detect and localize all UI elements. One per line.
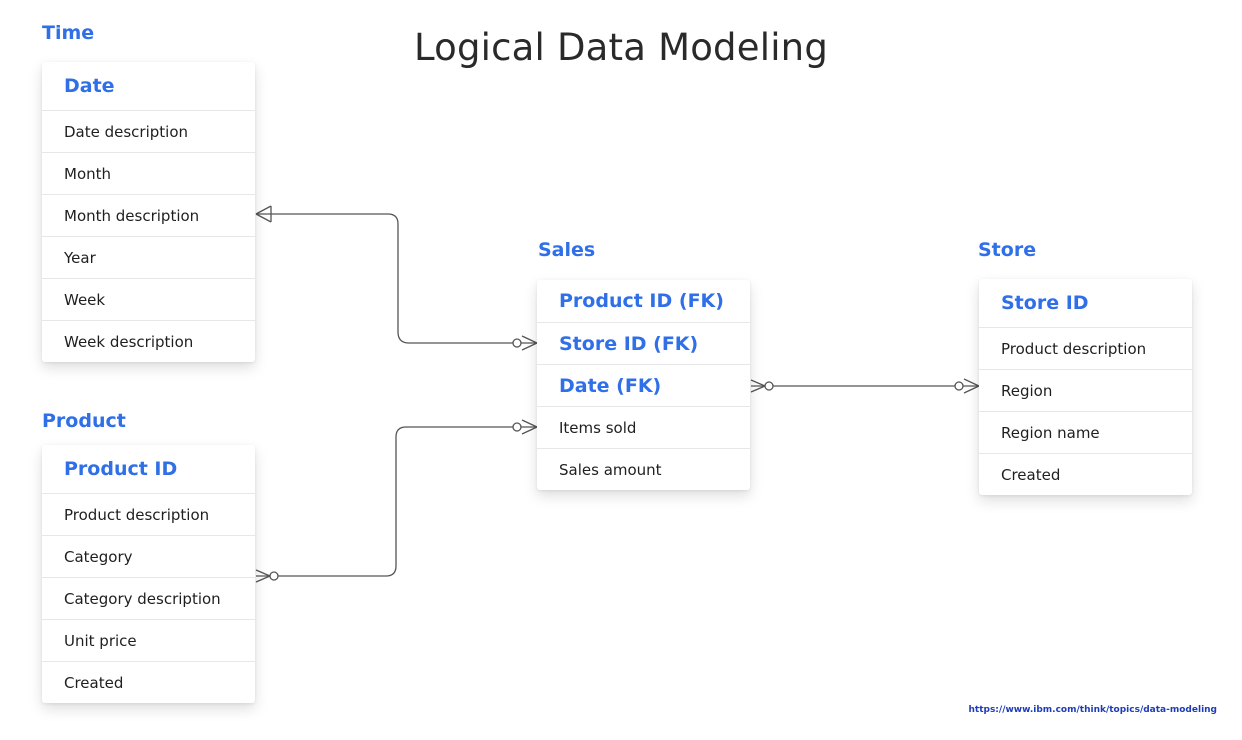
entity-field: Items sold: [537, 406, 750, 448]
entity-field: Product description: [42, 493, 255, 535]
entity-sales: Product ID (FK) Store ID (FK) Date (FK) …: [537, 280, 750, 490]
entity-field: Week description: [42, 320, 255, 362]
entity-key: Date: [64, 75, 115, 97]
group-label-store: Store: [978, 239, 1037, 261]
entity-field: Created: [979, 453, 1192, 495]
entity-field: Date description: [42, 110, 255, 152]
connector-product-sales: [256, 426, 537, 577]
entity-field: Sales amount: [537, 448, 750, 490]
entity-product: Product ID Product description Category …: [42, 445, 255, 703]
entity-field: Month description: [42, 194, 255, 236]
source-url: https://www.ibm.com/think/topics/data-mo…: [968, 705, 1218, 715]
entity-foreign-key: Date (FK): [537, 364, 750, 406]
entity-field: Unit price: [42, 619, 255, 661]
entity-field: Category description: [42, 577, 255, 619]
entity-field: Category: [42, 535, 255, 577]
connector-time-sales: [256, 213, 537, 344]
entity-field: Week: [42, 278, 255, 320]
entity-time: Date Date description Month Month descri…: [42, 62, 255, 362]
entity-field: Year: [42, 236, 255, 278]
group-label-product: Product: [42, 410, 126, 432]
page-title: Logical Data Modeling: [413, 26, 829, 69]
entity-foreign-key: Store ID (FK): [537, 322, 750, 364]
entity-store: Store ID Product description Region Regi…: [979, 279, 1192, 495]
entity-key: Product ID: [64, 458, 178, 480]
entity-field: Product description: [979, 327, 1192, 369]
entity-field: Region: [979, 369, 1192, 411]
group-label-sales: Sales: [538, 239, 596, 261]
entity-key: Store ID: [1001, 292, 1089, 314]
entity-field: Region name: [979, 411, 1192, 453]
entity-field: Month: [42, 152, 255, 194]
group-label-time: Time: [42, 22, 95, 44]
entity-foreign-key: Product ID (FK): [559, 290, 724, 312]
entity-field: Created: [42, 661, 255, 703]
